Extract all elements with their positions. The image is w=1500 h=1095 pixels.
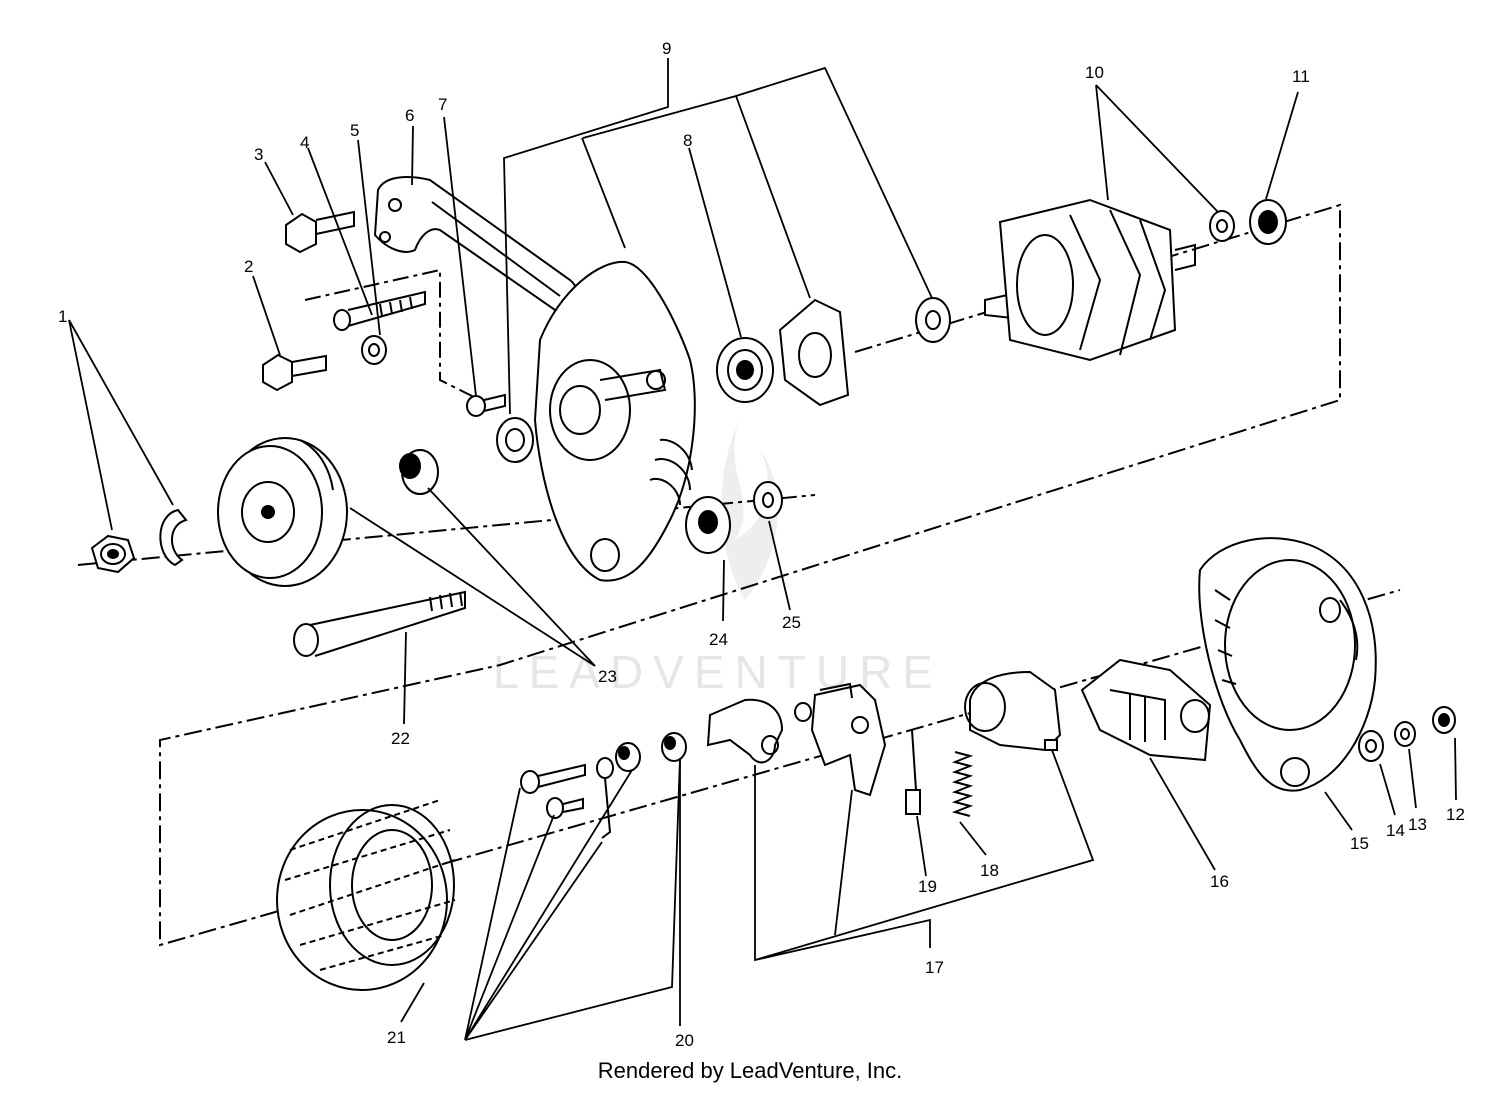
rotor-spacer xyxy=(915,297,951,343)
callout-17: 17 xyxy=(925,958,944,977)
callout-11: 11 xyxy=(1292,67,1310,86)
rotor xyxy=(984,198,1196,362)
rear-nut-12 xyxy=(1432,706,1456,734)
callout-7: 7 xyxy=(438,95,447,114)
callout-13: 13 xyxy=(1408,815,1427,834)
screw-7 xyxy=(466,393,506,417)
nut xyxy=(90,534,136,574)
callout-9: 9 xyxy=(662,39,671,58)
leader-lines xyxy=(68,58,1457,1041)
insulator-20a xyxy=(615,742,641,772)
callout-15: 15 xyxy=(1350,834,1369,853)
front-bearing xyxy=(716,337,774,403)
callout-1: 1 xyxy=(58,307,67,326)
callout-14: 14 xyxy=(1386,821,1405,840)
brush-holder xyxy=(964,670,1062,752)
callout-4: 4 xyxy=(300,133,309,152)
pulley xyxy=(217,437,348,587)
drive-end-frame xyxy=(533,260,696,582)
bolt-3 xyxy=(285,210,355,254)
terminal-bolt xyxy=(520,763,586,794)
bearing-retainer-plate xyxy=(778,298,850,407)
callout-3: 3 xyxy=(254,145,263,164)
front-collar xyxy=(685,496,731,554)
regulator xyxy=(810,682,887,797)
callout-6: 6 xyxy=(405,106,414,125)
insulator-20b xyxy=(661,732,687,762)
through-bolt xyxy=(293,590,466,657)
brush xyxy=(905,729,921,815)
callout-10: 10 xyxy=(1085,63,1104,82)
bolt-4 xyxy=(333,290,426,331)
brush-spring xyxy=(951,751,974,817)
rear-washer-13 xyxy=(1394,721,1416,747)
callout-19: 19 xyxy=(918,877,937,896)
callout-22: 22 xyxy=(391,729,410,748)
lock-washer xyxy=(159,508,188,567)
callout-8: 8 xyxy=(683,131,692,150)
front-washer xyxy=(753,481,783,519)
bolt-2 xyxy=(262,353,327,392)
terminal-clip xyxy=(596,757,614,839)
callout-24: 24 xyxy=(709,630,728,649)
rotor-washer xyxy=(1209,210,1235,242)
callout-25: 25 xyxy=(782,613,801,632)
bolt-axis xyxy=(304,268,481,401)
rear-end-frame xyxy=(1198,537,1377,792)
callout-20: 20 xyxy=(675,1031,694,1050)
rectifier xyxy=(1080,658,1212,762)
rear-bearing xyxy=(1249,199,1287,245)
seal-ring xyxy=(496,417,534,463)
rear-washer-14 xyxy=(1358,730,1384,762)
spacer-collar xyxy=(399,449,439,495)
callout-12: 12 xyxy=(1446,805,1465,824)
credit-line: Rendered by LeadVenture, Inc. xyxy=(597,1058,903,1083)
adjusting-bracket xyxy=(373,176,579,312)
callout-23: 23 xyxy=(598,667,617,686)
regulator-bracket xyxy=(706,698,812,764)
svg-text:LEADVENTURE: LEADVENTURE xyxy=(493,646,943,698)
callout-2: 2 xyxy=(244,257,253,276)
washer-5 xyxy=(361,335,387,365)
callout-18: 18 xyxy=(980,861,999,880)
callout-21: 21 xyxy=(387,1028,406,1047)
callout-16: 16 xyxy=(1210,872,1229,891)
callout-labels: 1 2 3 4 5 6 7 8 9 10 11 12 13 14 15 16 1… xyxy=(58,39,1465,1050)
stator xyxy=(276,799,456,991)
terminal-screw xyxy=(546,797,584,819)
callout-5: 5 xyxy=(350,121,359,140)
